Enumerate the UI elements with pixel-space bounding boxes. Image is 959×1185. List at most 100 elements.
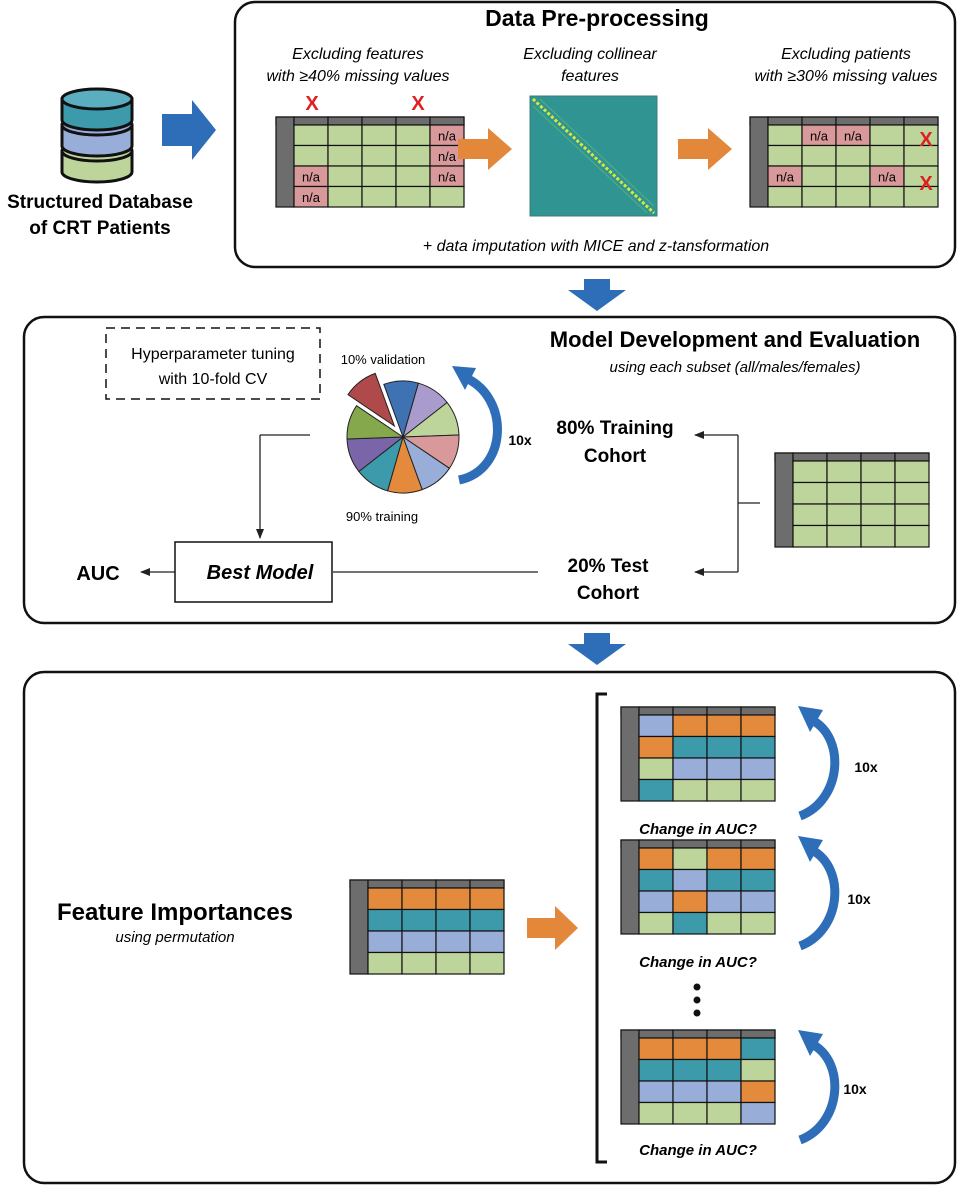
permutation-repeat-label: 10x [843,1081,867,1097]
table-cell [469,887,505,911]
exclude-column-mark: X [305,93,319,115]
table-cell [638,1080,674,1104]
table-cell [894,481,930,505]
permuted-table [620,706,776,802]
table-cell [395,165,431,188]
table-cell [740,847,776,871]
table-cell [367,951,403,975]
table-cell [706,735,742,759]
repeat-arrow-icon [452,366,502,485]
table-cell [767,144,803,167]
table-cell [860,524,896,548]
database-label-line2: of CRT Patients [29,218,170,239]
table-cell [367,930,403,954]
table-row-header [349,879,369,975]
table-cell [767,185,803,208]
table-cell [706,1080,742,1104]
table-header-cell [706,706,742,716]
model-panel [22,315,957,625]
table-cell [672,911,708,935]
table-cell [740,1101,776,1125]
table-cell [706,1058,742,1082]
table-cell [826,460,862,484]
table-cell [860,503,896,527]
table-cell [361,124,397,147]
auc-label: AUC [76,563,119,585]
orange-arrow-icon [678,128,732,170]
table-cell [429,185,465,208]
blue-arrow-down-icon [568,279,626,311]
exclude-row-mark: X [919,129,933,151]
table-cell [361,144,397,167]
table-cell [638,714,674,738]
table-header-cell [903,116,939,126]
table-header-cell [435,879,471,889]
table-header-cell [672,839,708,849]
ellipsis-dots [693,983,701,1017]
table-header-cell [835,116,871,126]
step1-label-line2: with ≥40% missing values [266,68,449,85]
feature-title: Feature Importances [57,899,293,926]
table-header-cell [740,839,776,849]
table-header-cell [638,839,674,849]
table-cell [327,165,363,188]
tuning-line1: Hyperparameter tuning [131,346,295,363]
model-subtitle: using each subset (all/males/females) [610,359,861,376]
table-cell [706,847,742,871]
training-label: 90% training [346,509,418,524]
table-cell [801,144,837,167]
table-header-cell [706,1029,742,1039]
table-cell [801,165,837,188]
table-cell [672,890,708,914]
table-header-cell [638,706,674,716]
table-cell [801,185,837,208]
orange-arrow-icon [527,906,578,950]
permutation-repeat-label: 10x [847,891,871,907]
table-cell [894,460,930,484]
table-cell [672,868,708,892]
table-cell [395,185,431,208]
table-cell [638,890,674,914]
blue-arrow-down-icon [568,633,626,665]
table-cell [706,911,742,935]
table-header-cell [672,706,708,716]
table-cell [706,757,742,781]
preprocessing-panel [233,0,957,269]
training-fold-slice [346,404,405,440]
table-cell [672,1037,708,1061]
table-cell [894,524,930,548]
table-cell [672,714,708,738]
table-cell [401,887,437,911]
table-cell [401,930,437,954]
table-row-header [275,116,295,208]
table-header-cell [367,879,403,889]
table-cell [740,890,776,914]
table-cell [672,847,708,871]
correlation-heatmap [529,95,658,217]
original-feature-table [349,879,505,975]
table-cell [638,911,674,935]
table-cell [826,503,862,527]
table-cell [638,868,674,892]
results-bracket [595,692,607,1164]
test-cohort-line1: 20% Test [568,556,650,577]
table-cell [767,124,803,147]
step2-label-line1: Excluding collinear [523,46,657,63]
table-cell [740,1058,776,1082]
table-cell [672,1101,708,1125]
table-cell [706,890,742,914]
missing-value-label: n/a [438,128,457,143]
table-cell [469,930,505,954]
table-cell [740,735,776,759]
table-cell [361,185,397,208]
table-cell [860,460,896,484]
table-cell [293,124,329,147]
table-header-cell [401,879,437,889]
table-cell [826,481,862,505]
table-cell [638,757,674,781]
exclude-row-mark: X [919,173,933,195]
table-cell [706,778,742,802]
table-cell [740,911,776,935]
table-row-header [749,116,769,208]
table-header-cell [293,116,329,126]
